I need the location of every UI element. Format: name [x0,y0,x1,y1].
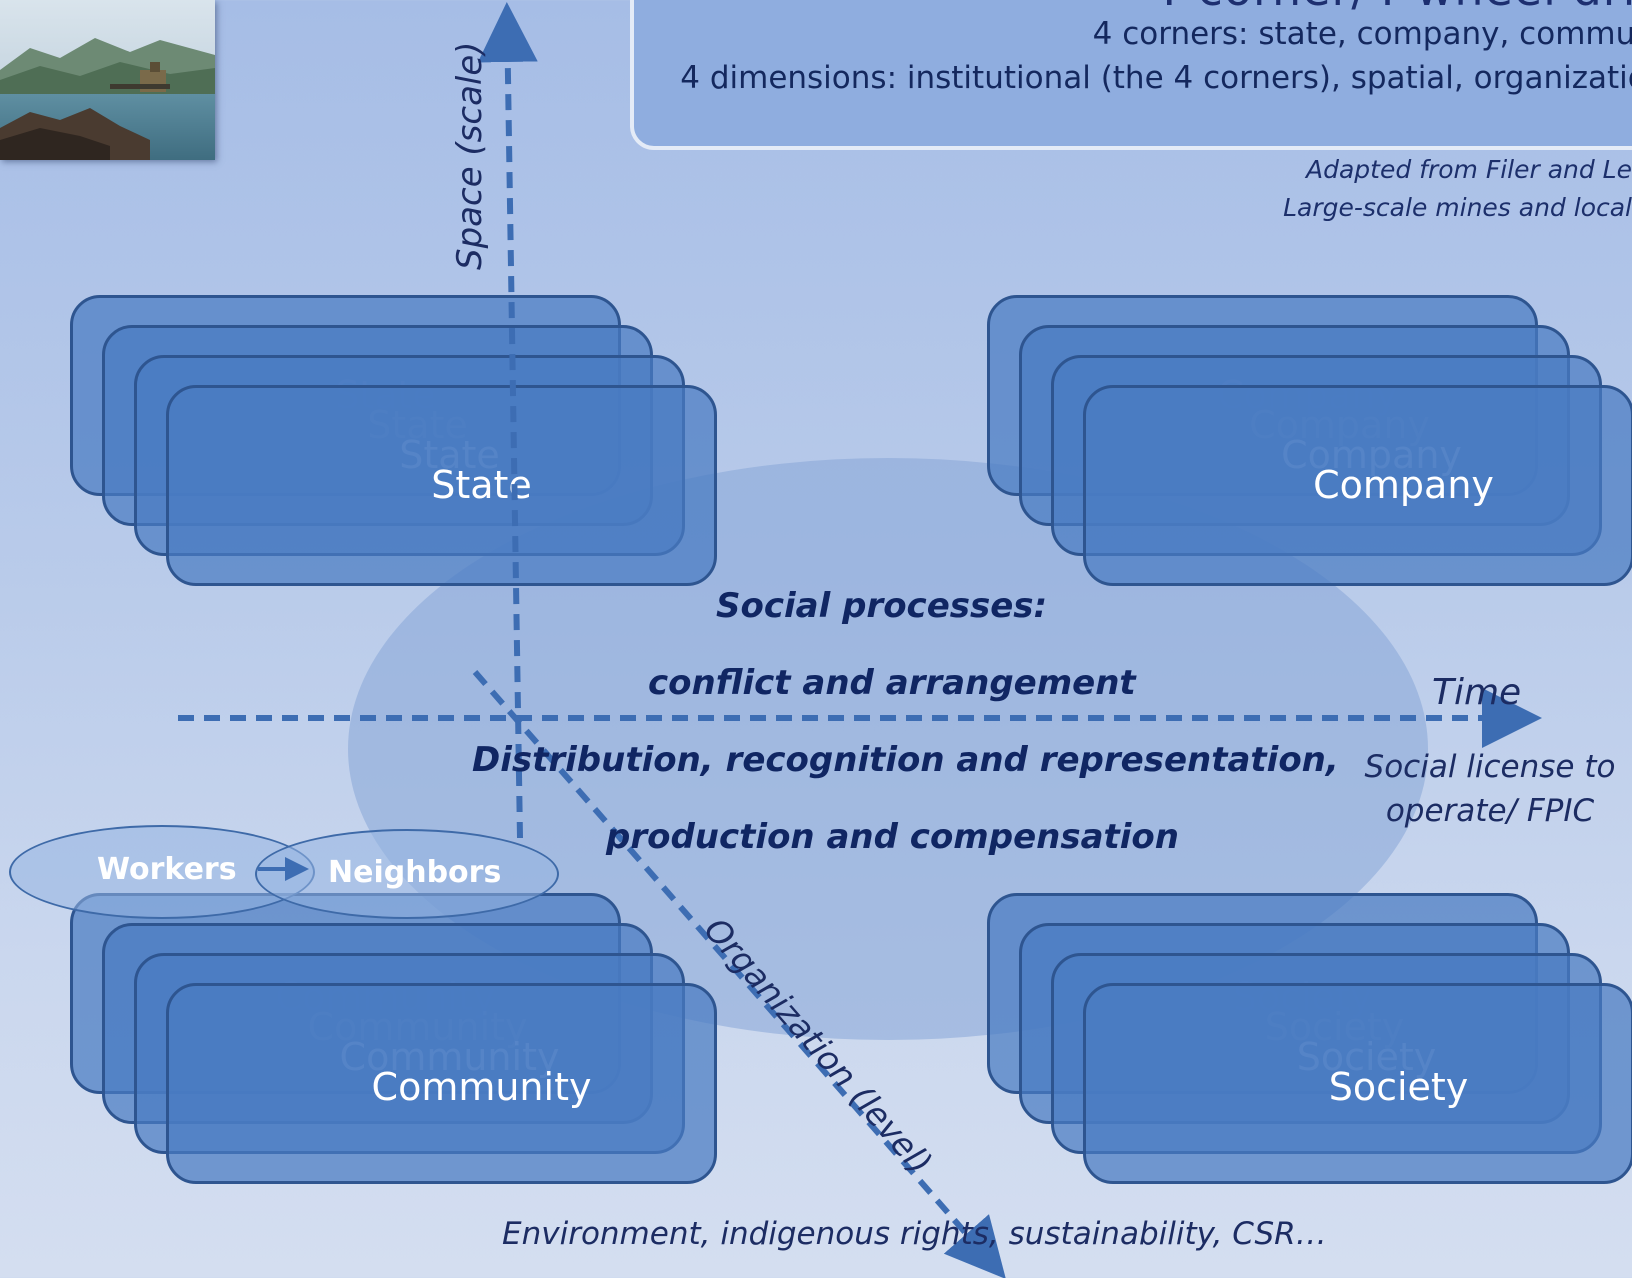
panel-title: 4-corner/4-wheel drive [1150,0,1632,16]
conflict-arrangement-text: conflict and arrangement [648,663,1136,703]
society-card-4: Society [1083,983,1632,1184]
dimensions-line: 4 dimensions: institutional (the 4 corne… [680,60,1632,96]
social-license-note: Social license to operate/ FPIC [1364,749,1616,829]
bottom-annotation: Environment, indigenous rights, sustaina… [502,1216,1327,1252]
community-card-4: Community [166,983,717,1184]
neighbors-label: Neighbors [328,855,502,890]
landscape-photo [0,0,215,160]
society-label: Society [1328,1065,1469,1109]
state-card-4: State [166,385,717,586]
space-axis [477,2,538,839]
title-panel: 4-corner/4-wheel drive 4 corners: state,… [630,0,1632,150]
citation-line-1: Adapted from Filer and Le [1305,155,1632,184]
landscape-image [0,0,215,160]
time-axis-label: Time [1432,672,1522,713]
production-text: production and compensation [606,817,1179,857]
organization-axis [472,670,1006,1278]
company-label: Company [1313,463,1494,507]
social-processes-heading: Social processes: [716,586,1048,626]
workers-label: Workers [97,852,237,887]
corners-line: 4 corners: state, company, community [1092,16,1632,52]
community-label: Community [371,1065,592,1109]
distribution-text: Distribution, recognition and representa… [472,740,1339,780]
citation-line-2: Large-scale mines and local [1283,193,1632,222]
company-card-4: Company [1083,385,1632,586]
